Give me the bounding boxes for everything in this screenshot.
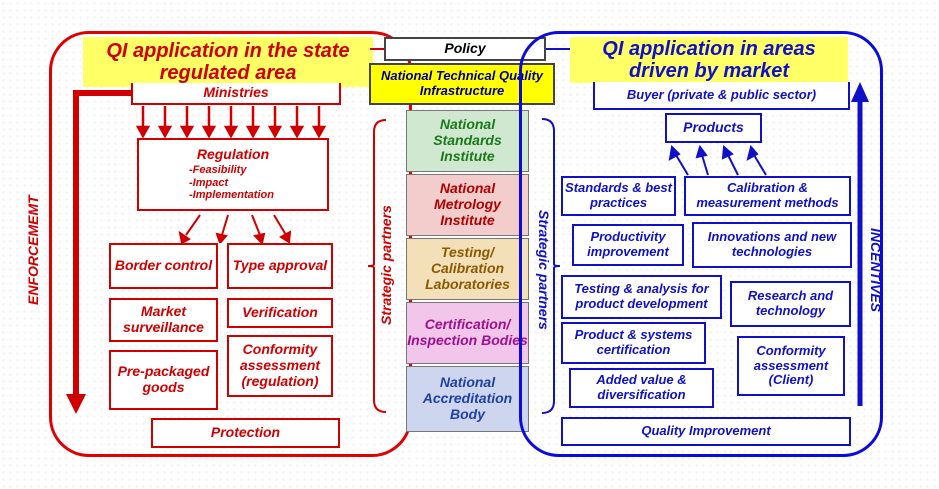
- product-certification-box: Product & systems certification: [561, 322, 706, 364]
- type-approval-box: Type approval: [227, 243, 333, 289]
- incentives-label: INCENTIVES: [868, 227, 884, 312]
- products-box: Products: [665, 113, 762, 143]
- certification-bodies-box: Certification/ Inspection Bodies: [406, 302, 529, 364]
- research-technology-box: Research and technology: [730, 281, 851, 327]
- right-title: QI application in areas driven by market: [570, 37, 848, 83]
- left-strategic-partners: Strategic partners: [378, 205, 394, 325]
- enforcement-arrow: [66, 90, 133, 414]
- conformity-client-box: Conformity assessment (Client): [737, 336, 845, 396]
- left-title: QI application in the state regulated ar…: [83, 37, 373, 87]
- accreditation-body-box: National Accreditation Body: [406, 366, 529, 432]
- conformity-regulation-box: Conformity assessment (regulation): [227, 335, 333, 397]
- regulation-box: Regulation -Feasibility -Impact -Impleme…: [137, 138, 329, 211]
- calibration-methods-box: Calibration & measurement methods: [684, 176, 851, 216]
- left-brace: [368, 119, 387, 413]
- innovations-box: Innovations and new technologies: [692, 222, 852, 268]
- regulation-item-feasibility: -Feasibility: [189, 164, 247, 176]
- prepackaged-box: Pre-packaged goods: [109, 350, 218, 410]
- incentives-arrow: [851, 82, 869, 406]
- market-surveillance-box: Market surveillance: [109, 298, 218, 342]
- policy-line-left: [370, 48, 384, 50]
- regulation-title: Regulation: [196, 146, 270, 162]
- verification-box: Verification: [227, 298, 333, 328]
- standards-institute-box: National Standards Institute: [406, 110, 529, 172]
- added-value-box: Added value & diversification: [569, 368, 714, 408]
- right-panel: [519, 31, 883, 457]
- metrology-institute-box: National Metrology Institute: [406, 174, 529, 236]
- buyer-box: Buyer (private & public sector): [593, 82, 850, 110]
- ministries-box: Ministries: [131, 83, 341, 105]
- ministry-arrows: [135, 106, 327, 138]
- productivity-box: Productivity improvement: [572, 224, 684, 266]
- standards-best-practices-box: Standards & best practices: [561, 176, 676, 216]
- right-brace: [541, 118, 560, 414]
- enforcement-label: ENFORCEMEMT: [25, 195, 41, 305]
- product-arrows: [668, 145, 767, 176]
- testing-analysis-box: Testing & analysis for product developme…: [561, 275, 722, 319]
- protection-box: Protection: [151, 418, 340, 448]
- regulation-arrows: [178, 214, 292, 243]
- right-strategic-partners: Strategic partners: [536, 210, 552, 330]
- regulation-item-impact: -Impact: [189, 176, 229, 189]
- quality-improvement-box: Quality Improvement: [561, 417, 851, 446]
- policy-box: Policy: [384, 37, 546, 61]
- border-control-box: Border control: [109, 243, 218, 289]
- testing-laboratories-box: Testing/ Calibration Laboratories: [406, 238, 529, 300]
- regulation-item-implementation: -Implementation: [189, 189, 274, 202]
